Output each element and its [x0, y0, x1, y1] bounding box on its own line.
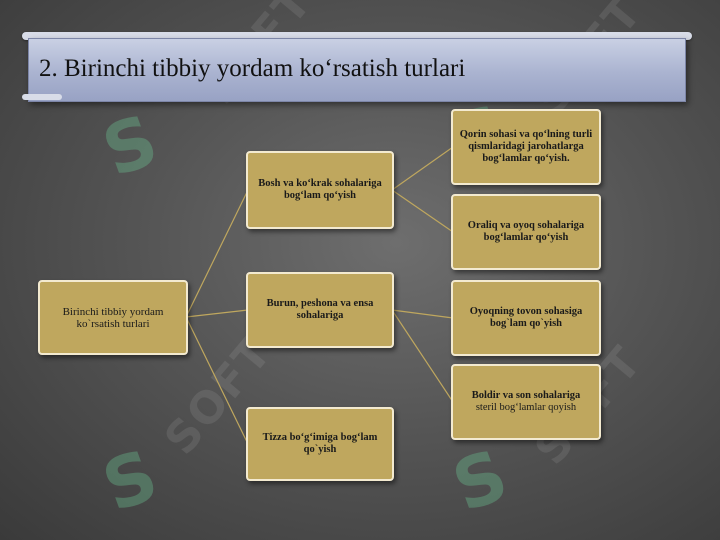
title-banner-curl: [22, 94, 62, 100]
diagram-leaf-label: Qorin sohasi va qo‘lning turli qismlarid…: [459, 129, 593, 164]
diagram-node-knee: Tizza bo‘g‘imiga bog‘lam qo`yish: [246, 407, 394, 481]
diagram-leaf-heel: Oyoqning tovon sohasiga bog`lam qo`yish: [451, 280, 601, 356]
diagram-leaf-label-group: Boldir va son sohalariga steril bog‘laml…: [472, 390, 581, 414]
connector-root-to-node2: [185, 309, 249, 318]
diagram-root-node: Birinchi tibbiy yordam ko`rsatish turlar…: [38, 280, 188, 355]
title-banner-rail: [22, 32, 692, 40]
diagram-leaf-abdomen-arm: Qorin sohasi va qo‘lning turli qismlarid…: [451, 109, 601, 185]
connector-node2-to-leaf3: [391, 309, 454, 319]
slide-title: 2. Birinchi tibbiy yordam ko‘rsatish tur…: [39, 55, 466, 82]
diagram-leaf-shin-thigh: Boldir va son sohalariga steril bog‘laml…: [451, 364, 601, 440]
diagram-leaf-label-plain: steril bog‘lamlar qoyish: [475, 402, 577, 413]
connector-node1-to-leaf1: [391, 146, 454, 191]
diagram-leaf-label-bold: Boldir va son sohalariga: [471, 390, 581, 401]
diagram-node-label: Bosh va ko‘krak sohalariga bog‘lam qo‘yi…: [258, 178, 382, 201]
title-banner: 2. Birinchi tibbiy yordam ko‘rsatish tur…: [28, 38, 686, 102]
connector-root-to-node1: [185, 189, 249, 318]
connector-node1-to-leaf2: [391, 189, 454, 233]
diagram-leaf-perineum-leg: Oraliq va oyoq sohalariga bog‘lamlar qo‘…: [451, 194, 601, 270]
connector-root-to-node3: [185, 316, 249, 445]
diagram-node-nose-forehead: Burun, peshona va ensa sohalariga: [246, 272, 394, 348]
connector-node2-to-leaf4: [391, 309, 454, 403]
diagram-node-label: Tizza bo‘g‘imiga bog‘lam qo`yish: [262, 432, 378, 455]
diagram-node-label: Burun, peshona va ensa sohalariga: [266, 298, 374, 321]
diagram-leaf-label: Oyoqning tovon sohasiga bog`lam qo`yish: [469, 306, 583, 329]
diagram-root-label: Birinchi tibbiy yordam ko`rsatish turlar…: [62, 305, 164, 330]
diagram-leaf-label: Oraliq va oyoq sohalariga bog‘lamlar qo‘…: [467, 220, 585, 243]
diagram-node-head-chest: Bosh va ko‘krak sohalariga bog‘lam qo‘yi…: [246, 151, 394, 229]
